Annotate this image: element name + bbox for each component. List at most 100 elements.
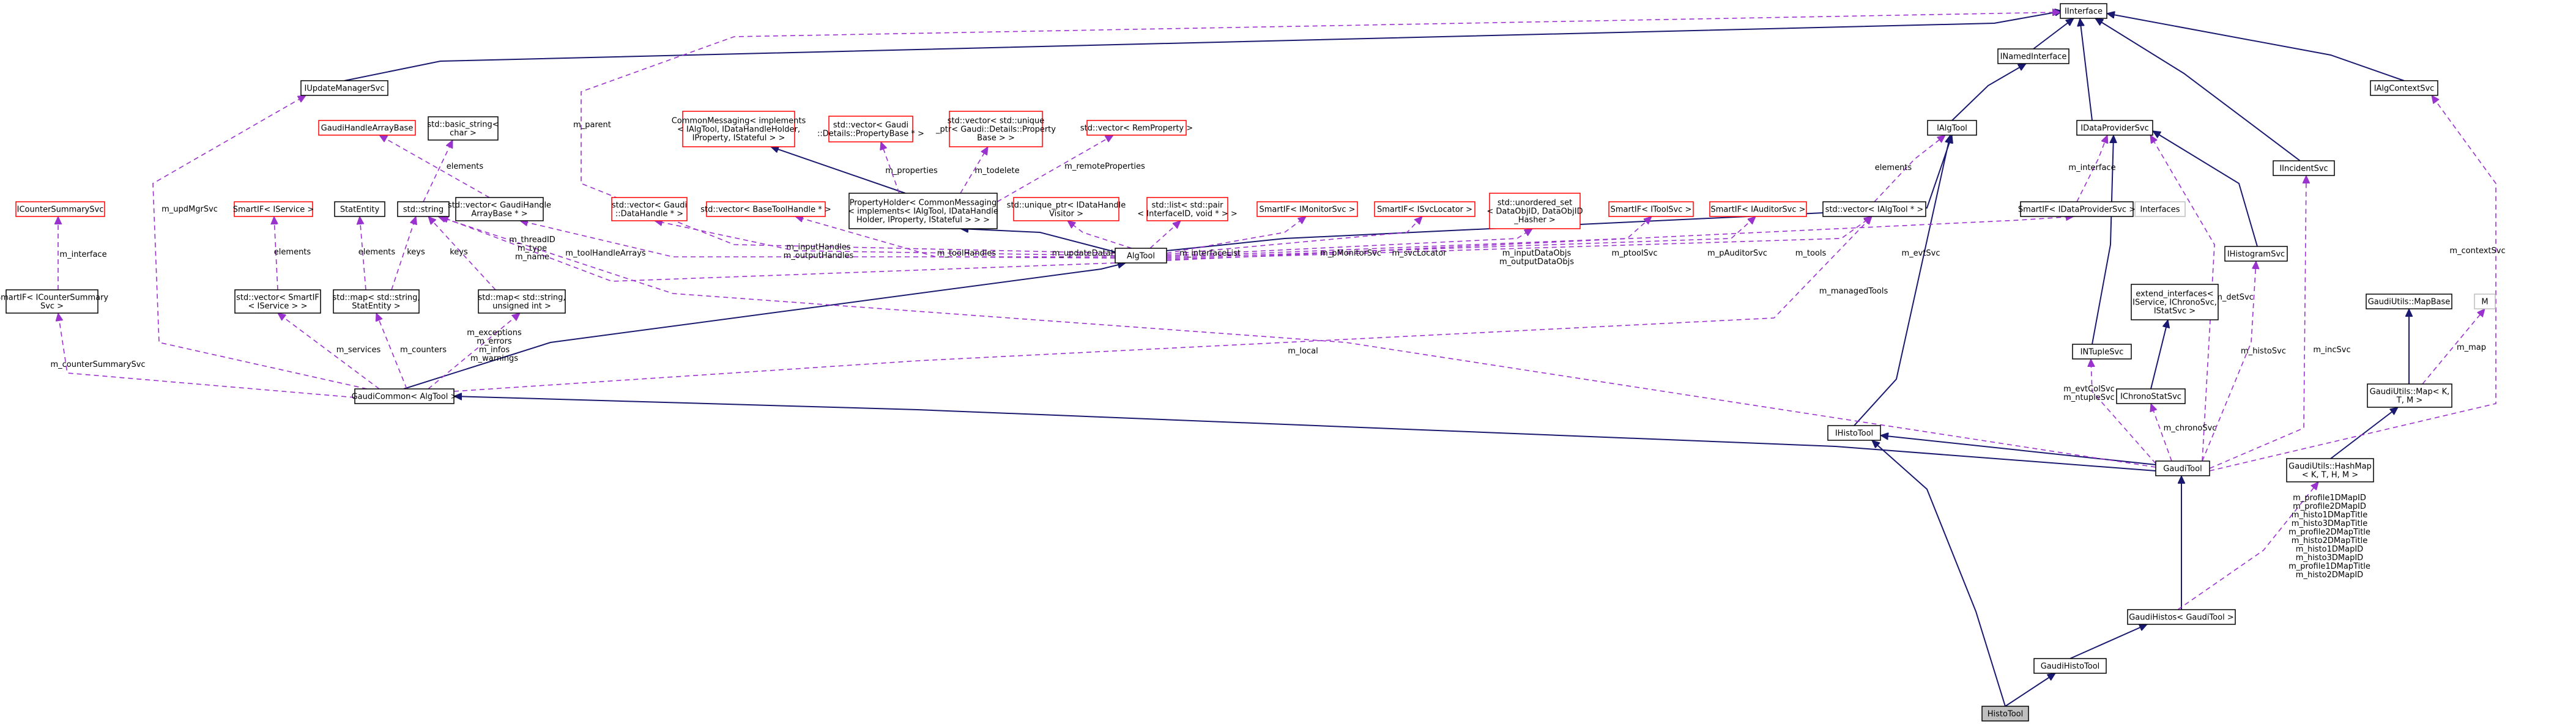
node-label-line: std::vector< RemProperty > [1080, 124, 1193, 133]
edge-label-line: m_pAuditorSvc [1707, 249, 1767, 258]
node-basic-string[interactable]: std::basic_string<char > [427, 116, 499, 141]
edge-label-m-interfaceList: m_interfaceList [1179, 249, 1241, 258]
node-commonmessaging[interactable]: CommonMessaging< implements< IAlgTool, I… [672, 111, 806, 147]
node-ichronostatsvc[interactable]: IChronoStatSvc [2116, 388, 2186, 404]
node-label-line: std::map< std::string, [478, 294, 565, 303]
node-label: std::basic_string<char > [427, 120, 499, 138]
node-unordered-set[interactable]: std::unordered_set< DataObjID, DataObjID… [1487, 193, 1583, 229]
node-box [478, 289, 566, 314]
node-label-line: M [2481, 298, 2488, 307]
node-smartif-iauditorsvc[interactable]: SmartIF< IAuditorSvc > [1709, 201, 1807, 217]
node-smartif-imonitorsvc[interactable]: SmartIF< IMonitorSvc > [1256, 201, 1358, 217]
node-smartif-isvclocator[interactable]: SmartIF< ISvcLocator > [1374, 201, 1475, 217]
node-box [1013, 197, 1119, 221]
node-ialgtool[interactable]: IAlgTool [1927, 120, 1977, 136]
node-label: GaudiCommon< AlgTool > [352, 393, 458, 402]
node-gauditool[interactable]: GaudiTool [2155, 460, 2210, 476]
node-label: IChronoStatSvc [2120, 393, 2181, 402]
node-label: INamedInterface [2000, 53, 2067, 62]
node-box [1997, 48, 2069, 64]
node-box [2072, 344, 2132, 360]
node-icountersummarysvc[interactable]: ICounterSummarySvc [15, 201, 105, 217]
node-histotool[interactable]: HistoTool [1981, 706, 2029, 722]
node-box [1827, 425, 1881, 441]
node-vec-propbase[interactable]: std::vector< Gaudi::Details::PropertyBas… [817, 116, 924, 142]
edge-label-m-evtSvc-alg: m_evtSvc [1901, 249, 1940, 258]
node-iupdatemanagersvc[interactable]: IUpdateManagerSvc [300, 80, 388, 96]
node-label-line: IAlgContextSvc [2374, 84, 2435, 94]
node-label: GaudiUtils::Map< K,T, M > [2370, 388, 2450, 405]
edge-label-m-local: m_local [1288, 347, 1318, 356]
node-gaudihistotool[interactable]: GaudiHistoTool [2033, 658, 2107, 674]
node-propertyholder[interactable]: PropertyHolder< CommonMessaging< impleme… [848, 193, 998, 229]
node-gaudiutils-mapbase[interactable]: GaudiUtils::MapBase [2366, 294, 2452, 309]
node-smartif-itoolsvc[interactable]: SmartIF< IToolSvc > [1608, 201, 1694, 217]
node-m[interactable]: M [2474, 294, 2496, 309]
node-interfaces[interactable]: Interfaces [2134, 201, 2186, 217]
node-ialgcontextsvc[interactable]: IAlgContextSvc [2370, 80, 2438, 96]
node-map-string-uint[interactable]: std::map< std::string,unsigned int > [478, 289, 566, 314]
node-vec-remprop[interactable]: std::vector< RemProperty > [1080, 120, 1193, 136]
node-statentity[interactable]: StatEntity [334, 201, 385, 217]
node-iincidentsvc[interactable]: IIncidentSvc [2273, 160, 2335, 176]
node-gaudicommon[interactable]: GaudiCommon< AlgTool > [352, 388, 458, 404]
node-gaudihandlearraybase[interactable]: GaudiHandleArrayBase [318, 120, 416, 136]
node-smartif-idataprovidersvc[interactable]: SmartIF< IDataProviderSvc > [2018, 201, 2136, 217]
node-algtool[interactable]: AlgTool [1115, 248, 1167, 264]
inheritance-edge-ihistogramsvc-to-idataprovidersvc [2153, 130, 2258, 247]
node-vec-uniqueptr[interactable]: std::vector< std::unique_ptr< Gaudi::Det… [935, 111, 1056, 147]
node-label: SmartIF< IDataProviderSvc > [2018, 205, 2136, 215]
node-box [354, 388, 455, 404]
node-label-line: SmartIF< IAuditorSvc > [1710, 205, 1805, 215]
usage-edge-vec_ialgtool-to-ialgtool [1874, 135, 1945, 202]
usage-edge-algtool-to-unordered_set [1166, 228, 1532, 256]
node-map-string-statentity[interactable]: std::map< std::string,StatEntity > [332, 289, 420, 314]
node-label: StatEntity [340, 205, 380, 215]
node-label-line: ::Details::PropertyBase * > [817, 130, 924, 139]
usage-edge-propertyholder-to-vec_remprop [997, 135, 1113, 202]
node-gaudiutils-map[interactable]: GaudiUtils::Map< K,T, M > [2367, 383, 2452, 408]
node-label-line: std::vector< SmartIF [236, 294, 319, 303]
node-smartif-iservice[interactable]: SmartIF< IService > [233, 201, 314, 217]
node-idataprovidersvc[interactable]: IDataProviderSvc [2076, 120, 2153, 136]
node-inamedinterface[interactable]: INamedInterface [1997, 48, 2069, 64]
edge-label-elements-service: elements [274, 248, 311, 257]
node-gaudihistos[interactable]: GaudiHistos< GaudiTool > [2127, 609, 2236, 625]
node-label-line: std::unique_ptr< IDataHandle [1007, 201, 1126, 210]
node-label-line: ::DataHandle * > [615, 210, 683, 219]
edge-label-m-managedTools: m_managedTools [1819, 287, 1888, 296]
edge-label-m-svcLocator: m_svcLocator [1392, 249, 1447, 258]
usage-edge-algtool-to-smartif_iauditorsvc [1166, 216, 1756, 259]
node-label: IAlgContextSvc [2374, 84, 2435, 94]
node-vec-ialgtool[interactable]: std::vector< IAlgTool * > [1822, 201, 1926, 217]
node-box [2060, 3, 2107, 19]
node-list-pair[interactable]: std::list< std::pair< InterfaceID, void … [1137, 197, 1238, 221]
usage-edge-gaudicommon-to-vec_smartif_iservice [278, 313, 380, 390]
node-label-line: ArrayBase * > [471, 210, 527, 219]
node-label-line: ICounterSummarySvc [17, 205, 104, 215]
usage-edge-gaudicommon-to-iupdatemanagersvc [152, 95, 368, 390]
node-ihistotool[interactable]: IHistoTool [1827, 425, 1881, 441]
edge-label-line: m_profile1DMapTitle [2288, 562, 2370, 571]
node-hashmap[interactable]: GaudiUtils::HashMap< K, T, H, M > [2286, 458, 2374, 482]
node-std-string[interactable]: std::string [397, 201, 450, 217]
node-vec-datahandle[interactable]: std::vector< Gaudi::DataHandle * > [611, 197, 688, 221]
inheritance-edge-propertyholder-to-commonmessaging [771, 147, 906, 194]
edge-label-m-map: m_map [2457, 343, 2486, 352]
usage-edge-gauditool-to-ichronostatsvc [2151, 404, 2172, 462]
node-label: std::vector< std::unique_ptr< Gaudi::Det… [935, 117, 1056, 143]
node-label-line: unsigned int > [492, 302, 551, 311]
node-vec-smartif-iservice[interactable]: std::vector< SmartIF< IService > > [234, 289, 321, 314]
node-vec-basetoolhandle[interactable]: std::vector< BaseToolHandle * > [700, 201, 831, 217]
node-ihistogramsvc[interactable]: IHistogramSvc [2224, 246, 2288, 262]
node-extend-interfaces[interactable]: extend_interfaces<IService, IChronoSvc,I… [2131, 284, 2219, 320]
node-label-line: IProperty, IStateful > > [692, 134, 785, 143]
edge-label-m-histoSvc: m_histoSvc [2241, 347, 2286, 356]
node-label: std::vector< Gaudi::Details::PropertyBas… [817, 121, 924, 139]
node-intuplesvc[interactable]: INTupleSvc [2072, 344, 2132, 360]
node-box [682, 111, 795, 147]
node-iinterface[interactable]: IInterface [2060, 3, 2107, 19]
